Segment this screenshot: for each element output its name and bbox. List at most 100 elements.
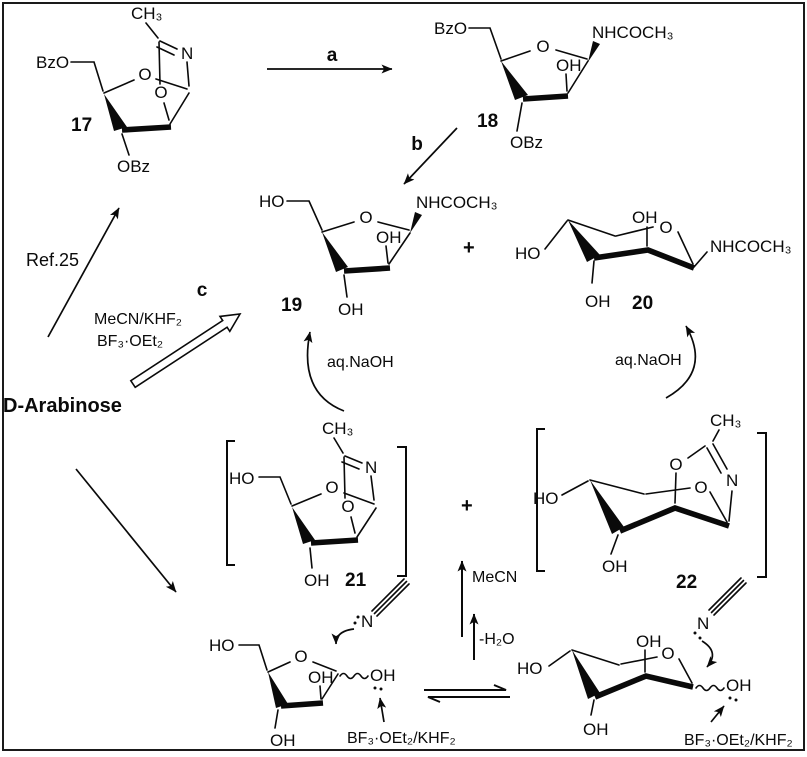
pyranose-intermediate: HO OH O OH OH N BF₃·OEt₂/KHF₂ (517, 577, 793, 749)
pi-ring-oxygen-label: O (661, 644, 674, 663)
naoh-left-step: aq.NaOH (303, 331, 394, 412)
fi-wedge-bond (268, 672, 288, 708)
c22-c3-oh-label: OH (602, 557, 628, 576)
compound-17: CH₃ N O O BzO OBz 17 (36, 4, 193, 176)
c20-ho-label: HO (515, 244, 541, 263)
ref-step: Ref.25 (26, 207, 120, 338)
start-material-label: D-Arabinose (3, 395, 122, 417)
pi-bold-bonds (593, 673, 694, 700)
c17-benzoyloxy-label: BzO (36, 53, 69, 72)
step-b-label: b (411, 134, 423, 155)
pi-catalyst-arrow (710, 705, 725, 723)
c19-wedge-bond (322, 232, 348, 272)
c17-oxazoline-oxygen-label: O (154, 83, 167, 102)
c22-bold-bonds (618, 505, 730, 534)
c21-c3-oh-label: OH (304, 571, 330, 590)
fi-oh-lone-pair (373, 686, 377, 690)
naoh-right-curved-arrow (665, 325, 697, 399)
c21-wedge-bond (292, 507, 315, 544)
fi-attack-curved-arrow (331, 628, 355, 645)
c22-ho-label: HO (533, 489, 559, 508)
fi-c2-oh-label: OH (308, 668, 334, 687)
c22-bracket-right (757, 432, 767, 578)
pi-bonds (548, 649, 693, 716)
c18-ring-oxygen-label: O (536, 37, 549, 56)
c18-obz-label: OBz (510, 133, 543, 152)
c18-bonds (468, 27, 589, 132)
pi-oh-lone-pair (734, 698, 738, 702)
c19-amide-label: NHCOCH₃ (416, 193, 498, 212)
c17-methyl-label: CH₃ (131, 4, 162, 23)
step-c-reagent2: BF₃·OEt₂ (97, 333, 163, 350)
c22-wedge-bond (590, 480, 624, 534)
step-b-arrow: b (403, 127, 458, 185)
naoh-left-label: aq.NaOH (327, 354, 394, 371)
step-c-reagent1: MeCN/KHF₂ (94, 311, 182, 328)
fi-bold-bond (280, 700, 324, 709)
pi-c2-oh-label: OH (636, 632, 662, 651)
pi-anomeric-oh-label: OH (726, 676, 752, 695)
c20-c2-oh-label: OH (632, 208, 658, 227)
c20-c3-oh-label: OH (585, 292, 611, 311)
naoh-right-step: aq.NaOH (615, 325, 697, 399)
fi-nitrile-triple-bond (371, 578, 410, 617)
c21-oxazoline-oxygen-label: O (341, 497, 354, 516)
compound-19: HO O NHCOCH₃ OH OH 19 (259, 192, 498, 319)
c19-ho-label: HO (259, 192, 285, 211)
mecn-label: MeCN (472, 569, 517, 586)
compound-18: BzO O NHCOCH₃ OH OBz 18 (434, 19, 674, 152)
furanose-intermediate: HO O OH OH OH N BF₃·OEt₂/KHF₂ (209, 578, 456, 750)
c19-amide-wedge (410, 212, 422, 233)
pi-oh-lone-pair (728, 696, 732, 700)
c21-bold-bond (310, 537, 359, 546)
step-c: c MeCN/KHF₂ BF₃·OEt₂ (94, 280, 242, 389)
dehydration-label: -H₂O (479, 631, 515, 648)
c20-bonds (544, 219, 708, 284)
c19-bold-bond (343, 265, 391, 274)
c17-obz-label: OBz (117, 157, 150, 176)
pi-attack-curved-arrow (701, 640, 718, 668)
c19-number: 19 (281, 295, 302, 316)
c17-wedge-bond (104, 94, 127, 131)
naoh-left-curved-arrow (303, 331, 345, 412)
fi-nitrile-lone-pair (356, 615, 360, 619)
fi-ring-oxygen-label: O (294, 647, 307, 666)
open-arrow-c (129, 313, 242, 389)
plus-intermediates: + (461, 495, 473, 517)
fi-nitrile-n-label: N (361, 612, 373, 631)
step-a-arrow: a (267, 45, 393, 74)
pi-catalyst-label: BF₃·OEt₂/KHF₂ (684, 732, 793, 749)
c22-bonds (561, 429, 733, 555)
c18-bold-bond (522, 93, 569, 102)
c22-ring-oxygen-label: O (694, 478, 707, 497)
c21-bracket-left (226, 440, 235, 566)
c21-ring-oxygen-label: O (325, 478, 338, 497)
c19-c2-oh-label: OH (376, 228, 402, 247)
plus-products: + (463, 237, 475, 259)
c19-c3-oh-label: OH (338, 300, 364, 319)
c19-bonds (286, 200, 411, 298)
c20-bold-bonds (593, 247, 696, 271)
pi-nitrile-n-label: N (697, 614, 709, 633)
c17-bonds (70, 22, 190, 156)
c20-number: 20 (632, 293, 653, 314)
pi-c3-oh-label: OH (583, 720, 609, 739)
equilibrium-arrows (424, 684, 510, 703)
pi-wedge-bond (572, 650, 600, 699)
c19-ring-oxygen-label: O (359, 208, 372, 227)
ref-arrow (47, 207, 120, 338)
fi-c3-oh-label: OH (270, 731, 296, 750)
step-c-label: c (197, 280, 208, 301)
arrow-b (403, 127, 458, 185)
fi-nitrile-lone-pair (353, 621, 357, 625)
c17-nitrogen-label: N (181, 44, 193, 63)
fi-bonds (238, 644, 339, 729)
c17-ring-oxygen-label: O (138, 65, 151, 84)
c18-amide-wedge (588, 41, 600, 62)
compound-22: CH₃ O N O HO OH 22 (533, 411, 767, 593)
c20-ring-oxygen-label: O (659, 218, 672, 237)
fi-catalyst-label: BF₃·OEt₂/KHF₂ (347, 730, 456, 747)
